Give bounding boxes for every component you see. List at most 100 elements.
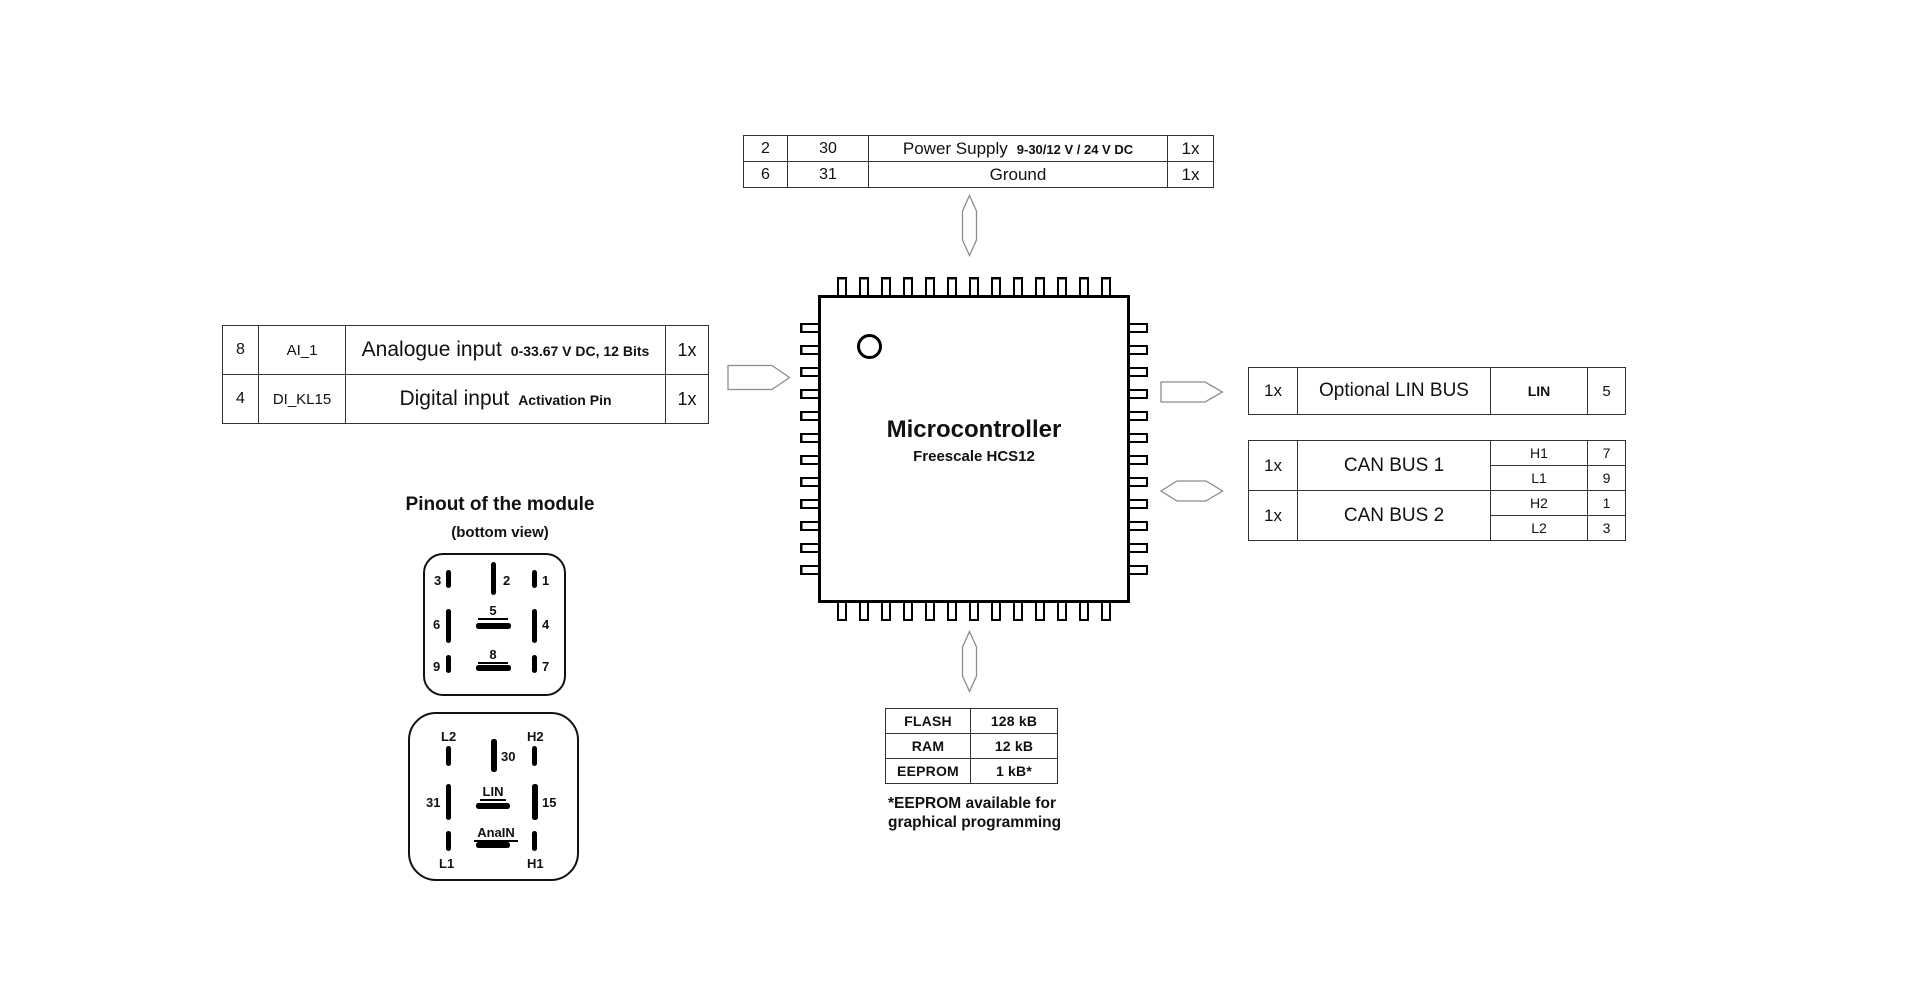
pin-label-LIN: LIN bbox=[480, 785, 506, 801]
count-cell: 1x bbox=[1248, 490, 1298, 541]
count-cell: 1x bbox=[1167, 135, 1214, 162]
pin-name-cell: LIN bbox=[1490, 367, 1588, 415]
pin-label-1: 1 bbox=[542, 573, 550, 588]
pin-a-cell: 2 bbox=[743, 135, 788, 162]
pinout-section-subtitle: (bottom view) bbox=[451, 524, 549, 541]
pin-bar bbox=[491, 739, 497, 772]
power-connection-arrow-icon bbox=[961, 194, 978, 257]
function-detail: Activation Pin bbox=[518, 392, 612, 408]
chip-title: Microcontroller bbox=[886, 416, 1062, 443]
function-detail: 9-30/12 V / 24 V DC bbox=[1016, 141, 1134, 157]
function-label: Analogue input bbox=[361, 338, 502, 361]
pin-bar bbox=[446, 609, 451, 643]
bus-name-cell: CAN BUS 2 bbox=[1297, 490, 1491, 541]
signal-name-cell: AI_1 bbox=[258, 325, 346, 375]
pin-bar bbox=[476, 803, 510, 809]
input-connection-arrow-icon bbox=[727, 364, 791, 391]
pin-label-9: 9 bbox=[433, 659, 441, 674]
table-row: 1x CAN BUS 1 H1 7 bbox=[1248, 440, 1626, 491]
bus-name-cell: CAN BUS 1 bbox=[1297, 440, 1491, 491]
pin-bar bbox=[532, 746, 537, 766]
eeprom-footnote: *EEPROM available for graphical programm… bbox=[888, 794, 1061, 832]
pinout-section-title: Pinout of the module bbox=[405, 494, 595, 515]
memory-type-cell: FLASH bbox=[885, 708, 971, 734]
pin-number-cell: 7 bbox=[1587, 440, 1626, 466]
table-row: 1x CAN BUS 2 H2 1 bbox=[1248, 490, 1626, 541]
pin-name-cell: L2 bbox=[1490, 515, 1588, 541]
table-row: 8 AI_1 Analogue input 0-33.67 V DC, 12 Bi… bbox=[222, 325, 709, 375]
function-label: Ground bbox=[989, 164, 1047, 184]
count-cell: 1x bbox=[665, 325, 709, 375]
pin-number-cell: 3 bbox=[1587, 515, 1626, 541]
microcontroller-chip: Microcontroller Freescale HCS12 bbox=[818, 295, 1130, 603]
pin-bar bbox=[532, 655, 537, 673]
pin-label-2: 2 bbox=[503, 573, 511, 588]
footnote-line: *EEPROM available for bbox=[888, 795, 1056, 812]
footnote-line: graphical programming bbox=[888, 814, 1062, 831]
signal-name-cell: DI_KL15 bbox=[258, 374, 346, 424]
table-row: L1 9 bbox=[1249, 465, 1626, 491]
pin-label-H1: H1 bbox=[527, 856, 544, 871]
pin-bar bbox=[532, 784, 538, 820]
chip-pins-bottom bbox=[837, 603, 1111, 621]
chip-subtitle: Freescale HCS12 bbox=[913, 448, 1035, 465]
can-bus-table: 1x CAN BUS 1 H1 7 L1 9 1x CAN BUS 2 H2 1… bbox=[1248, 440, 1626, 541]
table-row: L2 3 bbox=[1249, 515, 1626, 541]
pin-bar bbox=[446, 831, 451, 851]
memory-size-cell: 1 kB* bbox=[970, 758, 1058, 784]
pin-label-15: 15 bbox=[542, 795, 557, 810]
memory-type-cell: RAM bbox=[885, 733, 971, 759]
chip-pins-right bbox=[1130, 323, 1148, 575]
function-cell: Ground bbox=[868, 161, 1168, 188]
pin1-marker-icon bbox=[857, 334, 882, 359]
pin-number-cell: 4 bbox=[222, 374, 259, 424]
table-row: 6 31 Ground 1x bbox=[743, 161, 1214, 188]
pin-bar bbox=[476, 665, 511, 671]
pin-label-L1: L1 bbox=[439, 856, 455, 871]
count-cell: 1x bbox=[665, 374, 709, 424]
lin-connection-arrow-icon bbox=[1160, 381, 1224, 403]
function-label: Power Supply bbox=[902, 138, 1008, 158]
pin-label-4: 4 bbox=[542, 617, 550, 632]
function-cell: Analogue input 0-33.67 V DC, 12 Bits bbox=[345, 325, 666, 375]
pin-bar bbox=[491, 562, 496, 595]
memory-connection-arrow-icon bbox=[961, 630, 978, 693]
pin-number-cell: 9 bbox=[1587, 465, 1626, 491]
pin-label-8: 8 bbox=[478, 648, 508, 664]
pin-label-6: 6 bbox=[433, 617, 441, 632]
pin-label-30: 30 bbox=[501, 749, 516, 764]
pin-bar bbox=[532, 609, 537, 643]
pin-label-3: 3 bbox=[434, 573, 442, 588]
connector-top-diagram: 3 2 1 6 5 4 9 8 7 bbox=[423, 553, 566, 696]
table-row: RAM 12 kB bbox=[885, 733, 1058, 759]
count-cell: 1x bbox=[1248, 440, 1298, 491]
pin-bar bbox=[446, 784, 451, 820]
pin-label-AnaIN: AnaIN bbox=[474, 826, 518, 842]
can-connection-arrow-icon bbox=[1160, 480, 1224, 502]
pin-bar bbox=[476, 623, 511, 629]
pin-label-31: 31 bbox=[426, 795, 441, 810]
chip-pins-top bbox=[837, 277, 1111, 295]
connector-bottom-diagram: L2 30 H2 31 LIN 15 L1 AnaIN H1 bbox=[408, 712, 579, 881]
pin-bar bbox=[532, 570, 537, 588]
function-label: Digital input bbox=[399, 387, 510, 410]
pin-name-cell: H1 bbox=[1490, 440, 1588, 466]
pin-label-5: 5 bbox=[478, 604, 508, 620]
pin-label-7: 7 bbox=[542, 659, 550, 674]
analog-digital-input-table: 8 AI_1 Analogue input 0-33.67 V DC, 12 Bi… bbox=[222, 325, 709, 424]
function-detail: 0-33.67 V DC, 12 Bits bbox=[510, 343, 650, 359]
pin-bar bbox=[446, 746, 451, 766]
memory-size-cell: 12 kB bbox=[970, 733, 1058, 759]
table-row: 1x Optional LIN BUS LIN 5 bbox=[1248, 367, 1626, 415]
pin-number-cell: 8 bbox=[222, 325, 259, 375]
function-cell: Digital input Activation Pin bbox=[345, 374, 666, 424]
memory-type-cell: EEPROM bbox=[885, 758, 971, 784]
count-cell: 1x bbox=[1248, 367, 1298, 415]
pin-name-cell: L1 bbox=[1490, 465, 1588, 491]
table-row: FLASH 128 kB bbox=[885, 708, 1058, 734]
pin-label-L2: L2 bbox=[441, 729, 457, 744]
pin-bar bbox=[532, 831, 537, 851]
bus-name-cell: Optional LIN BUS bbox=[1297, 367, 1491, 415]
